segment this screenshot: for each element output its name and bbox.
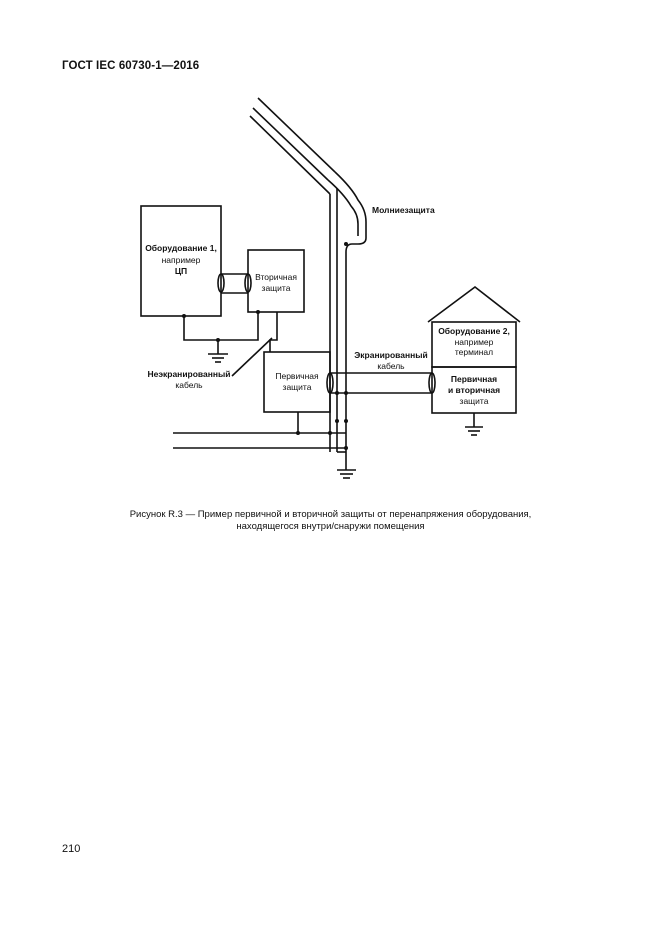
secondary-protection-label: защита bbox=[262, 283, 291, 293]
equipment2-label: Оборудование 2, bbox=[438, 326, 510, 336]
equipment1-label: ЦП bbox=[175, 266, 187, 276]
secondary-protection-label: Вторичная bbox=[255, 272, 297, 282]
primary-secondary-protection-label: защита bbox=[460, 396, 489, 406]
shielded-cable-label: Экранированный bbox=[354, 350, 428, 360]
page-header: ГОСТ IEC 60730-1—2016 bbox=[62, 60, 200, 72]
equipment2-label: терминал bbox=[455, 347, 493, 357]
equipment1-box bbox=[140, 205, 222, 317]
cable-shield-ring bbox=[217, 273, 225, 293]
figure-caption: Рисунок R.3 — Пример первичной и вторичн… bbox=[0, 509, 661, 533]
unshielded-cable-label: кабель bbox=[175, 380, 203, 390]
primary-secondary-protection-label: Первичная bbox=[451, 374, 497, 384]
caption-line: находящегося внутри/снаружи помещения bbox=[236, 521, 425, 532]
secondary-protection-box bbox=[247, 249, 305, 313]
equipment1-label: например bbox=[162, 255, 201, 265]
roof-line-outer bbox=[257, 97, 336, 173]
roof-line-3 bbox=[249, 115, 331, 195]
shielded-cable-label: кабель bbox=[377, 361, 405, 371]
page-number: 210 bbox=[62, 843, 81, 855]
lightning-down-conductor bbox=[334, 171, 367, 470]
ground-bus bbox=[183, 312, 259, 341]
unshielded-cable-label: Неэкранированный bbox=[147, 369, 230, 379]
unshielded-cable-line bbox=[269, 312, 278, 352]
cable-shield-ring bbox=[244, 273, 252, 293]
primary-protection-label: защита bbox=[283, 382, 312, 392]
caption-line: Рисунок R.3 — Пример первичной и вторичн… bbox=[129, 509, 532, 520]
house-roof bbox=[427, 285, 521, 323]
equipment2-label: например bbox=[455, 337, 494, 347]
primary-protection-label: Первичная bbox=[275, 371, 319, 381]
equipment1-label: Оборудование 1, bbox=[145, 243, 217, 253]
primary-protection-box bbox=[263, 351, 331, 413]
roof-line-inner bbox=[252, 107, 329, 181]
lightning-down-conductor-inner bbox=[327, 179, 359, 236]
primary-secondary-protection-label: и вторичная bbox=[448, 385, 500, 395]
lightning-protection-label: Молниезащита bbox=[372, 205, 435, 215]
